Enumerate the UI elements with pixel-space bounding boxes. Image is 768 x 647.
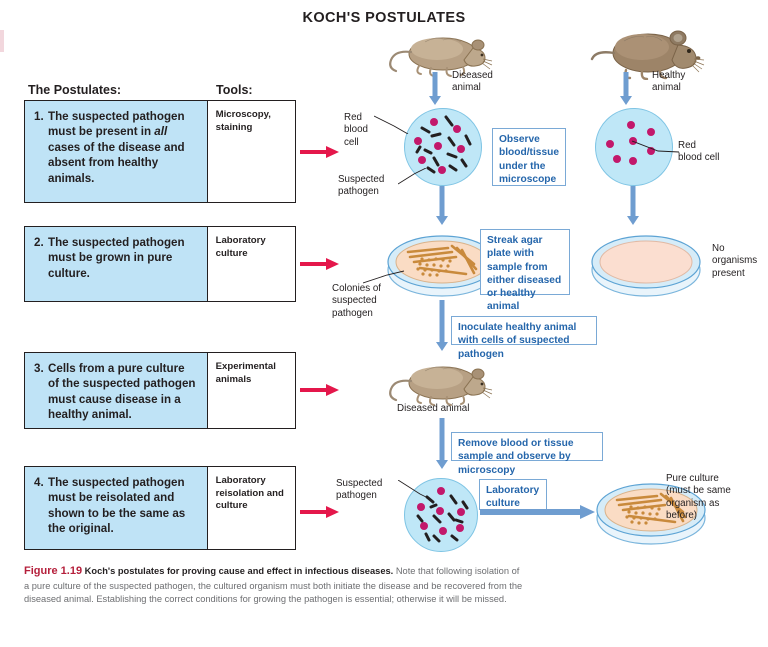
caption-body: Note that following isolation of a pure … bbox=[24, 566, 523, 605]
postulate-text-4: The suspected pathogen must be reisolate… bbox=[48, 476, 186, 536]
healthy-mouse-illustration-top bbox=[590, 30, 705, 80]
postulates-column-header: The Postulates: bbox=[28, 83, 122, 97]
blue-arrow-mouse-to-sample bbox=[436, 418, 448, 469]
postulate-row-2: 2. The suspected pathogen must be grown … bbox=[24, 226, 296, 302]
tools-column-header: Tools: bbox=[216, 83, 253, 97]
red-arrow-3 bbox=[300, 384, 339, 396]
callout-streak-agar-plate: Streak agar plate with sample from eithe… bbox=[480, 229, 570, 312]
blue-arrow-healthy-to-blood bbox=[620, 72, 632, 105]
postulate-statement-1: 1. The suspected pathogen must be presen… bbox=[25, 101, 208, 202]
blue-arrow-diseased-blood-to-dish bbox=[436, 186, 448, 225]
red-arrow-4 bbox=[300, 506, 339, 518]
postulate-tool-4: Laboratory reisolation and culture bbox=[215, 475, 284, 512]
reisolated-blood-sample-circle bbox=[404, 478, 478, 552]
postulate-tool-3: Experimental animals bbox=[215, 361, 276, 385]
petri-dish-with-colonies bbox=[387, 235, 497, 297]
suspected-pathogen-left-label: Suspected pathogen bbox=[338, 174, 385, 198]
figure-number: Figure 1.19 bbox=[24, 565, 83, 577]
healthy-blood-contents bbox=[606, 121, 655, 165]
postulate-row-3: 3. Cells from a pure culture of the susp… bbox=[24, 352, 296, 429]
diseased-mouse-illustration-top bbox=[389, 37, 493, 77]
petri-dish-empty bbox=[591, 235, 701, 297]
postulate-row-4: 4. The suspected pathogen must be reisol… bbox=[24, 466, 296, 550]
pure-culture-label: Pure culture (must be same organism as b… bbox=[666, 473, 731, 522]
suspected-pathogen-leader-line-left bbox=[398, 168, 427, 185]
postulate-number-3: 3. bbox=[34, 362, 44, 375]
red-blood-cell-right-label: Red blood cell bbox=[678, 140, 720, 164]
petri-dish-pure-culture bbox=[596, 483, 706, 545]
postulate-statement-4: 4. The suspected pathogen must be reisol… bbox=[25, 467, 208, 549]
postulate-number-1: 1. bbox=[34, 110, 44, 123]
callout-observe-microscope: Observe blood/tissue under the microscop… bbox=[492, 128, 566, 186]
postulate-row-1: 1. The suspected pathogen must be presen… bbox=[24, 100, 296, 203]
postulate-tool-2: Laboratory culture bbox=[215, 235, 266, 259]
diseased-blood-contents bbox=[414, 115, 472, 174]
postulate-tool-1: Microscopy, staining bbox=[215, 109, 271, 133]
figure-caption: Figure 1.19 Koch's postulates for provin… bbox=[24, 564, 524, 607]
diseased-mouse-illustration-middle bbox=[389, 366, 493, 406]
no-organisms-present-label: No organisms present bbox=[712, 243, 758, 279]
diseased-animal-middle-label: Diseased animal bbox=[397, 403, 470, 414]
postulate-text-2: The suspected pathogen must be grown in … bbox=[48, 236, 185, 280]
postulate-statement-3: 3. Cells from a pure culture of the susp… bbox=[25, 353, 208, 428]
diseased-animal-top-label: Diseased animal bbox=[452, 70, 493, 94]
blue-arrow-sample-to-pure-culture bbox=[480, 505, 595, 519]
colonies-of-suspected-pathogen-label: Colonies of suspected pathogen bbox=[332, 283, 382, 319]
callout-laboratory-culture: Laboratory culture bbox=[479, 479, 547, 510]
red-blood-cell-left-label: Red blood cell bbox=[344, 112, 368, 148]
healthy-animal-top-label: Healthy animal bbox=[652, 70, 686, 94]
postulate-text-3: Cells from a pure culture of the suspect… bbox=[48, 362, 196, 422]
postulate-number-2: 2. bbox=[34, 236, 44, 249]
suspected-pathogen-bottom-label: Suspected pathogen bbox=[336, 478, 383, 502]
postulate-text-1: The suspected pathogen must be present i… bbox=[48, 110, 185, 185]
postulate-statement-2: 2. The suspected pathogen must be grown … bbox=[25, 227, 208, 301]
suspected-pathogen-leader-line-bottom bbox=[398, 480, 433, 501]
blue-arrow-dish-to-mouse bbox=[436, 300, 448, 351]
red-blood-cell-leader-line-right bbox=[632, 140, 680, 153]
figure-title: KOCH'S POSTULATES bbox=[302, 10, 466, 26]
red-arrow-2 bbox=[300, 258, 339, 270]
red-blood-cell-leader-line-left bbox=[374, 115, 409, 134]
caption-lede: Koch's postulates for proving cause and … bbox=[84, 566, 394, 576]
postulate-number-4: 4. bbox=[34, 476, 44, 489]
callout-remove-blood-sample: Remove blood or tissue sample and observ… bbox=[451, 432, 603, 476]
callout-inoculate-healthy-animal: Inoculate healthy animal with cells of s… bbox=[451, 316, 597, 360]
blue-arrow-diseased-to-blood bbox=[429, 72, 441, 105]
colonies-leader-line bbox=[363, 270, 405, 284]
blue-arrow-healthy-blood-to-dish bbox=[627, 186, 639, 225]
page-edge-artifact bbox=[0, 30, 4, 52]
red-arrow-1 bbox=[300, 146, 339, 158]
